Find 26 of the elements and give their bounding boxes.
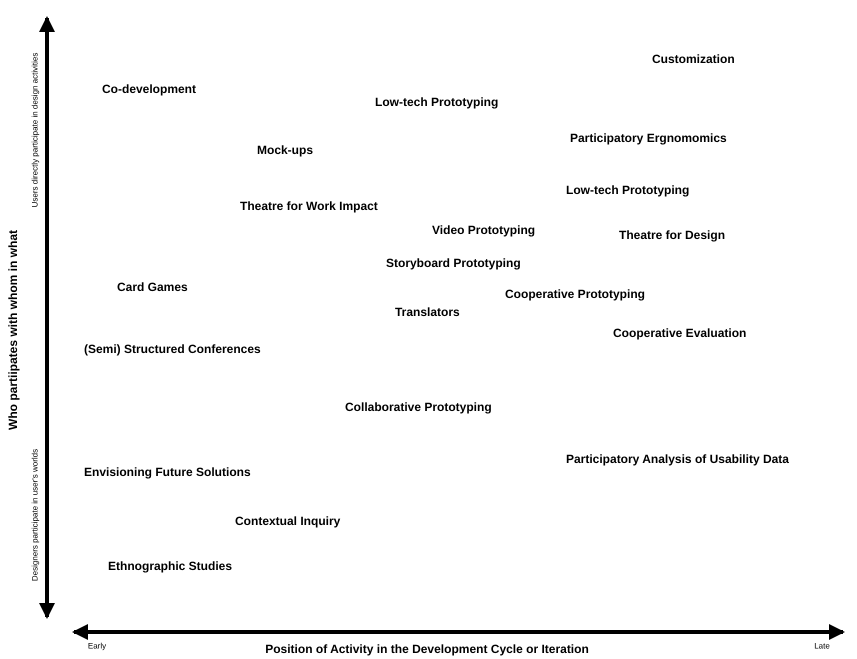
method-label: Collaborative Prototyping — [345, 401, 492, 415]
method-label: Theatre for Design — [619, 229, 726, 243]
method-label: Envisioning Future Solutions — [84, 466, 251, 480]
method-label: Translators — [395, 306, 460, 320]
axis-end-label: Late — [814, 641, 830, 651]
method-label: Video Prototyping — [432, 224, 536, 238]
method-label: Participatory Ergnomomics — [570, 132, 727, 146]
method-label: Cooperative Evaluation — [613, 327, 746, 341]
method-label: Ethnographic Studies — [108, 560, 232, 574]
method-label: (Semi) Structured Conferences — [84, 343, 261, 357]
axis-end-label: Designers participate in user's worlds — [30, 448, 40, 582]
method-label: Cooperative Prototyping — [505, 288, 646, 302]
axis-end-label: Early — [88, 641, 106, 651]
method-label: Low-tech Prototyping — [566, 184, 690, 198]
axis-title: Position of Activity in the Development Cycle or Iteration — [265, 643, 589, 657]
method-label: Participatory Analysis of Usability Data — [566, 453, 789, 467]
method-label: Co-development — [102, 83, 196, 97]
method-label: Mock-ups — [257, 144, 314, 158]
axis-end-label: Users directly participate in design activities — [30, 52, 40, 208]
method-label: Theatre for Work Impact — [240, 200, 378, 214]
method-label: Card Games — [117, 281, 188, 295]
axis-title: Who partiipates with whom in what — [7, 230, 21, 430]
method-label: Customization — [652, 53, 735, 67]
method-label: Storyboard Prototyping — [386, 257, 521, 271]
method-label: Low-tech Prototyping — [375, 96, 498, 110]
method-label: Contextual Inquiry — [235, 515, 340, 529]
